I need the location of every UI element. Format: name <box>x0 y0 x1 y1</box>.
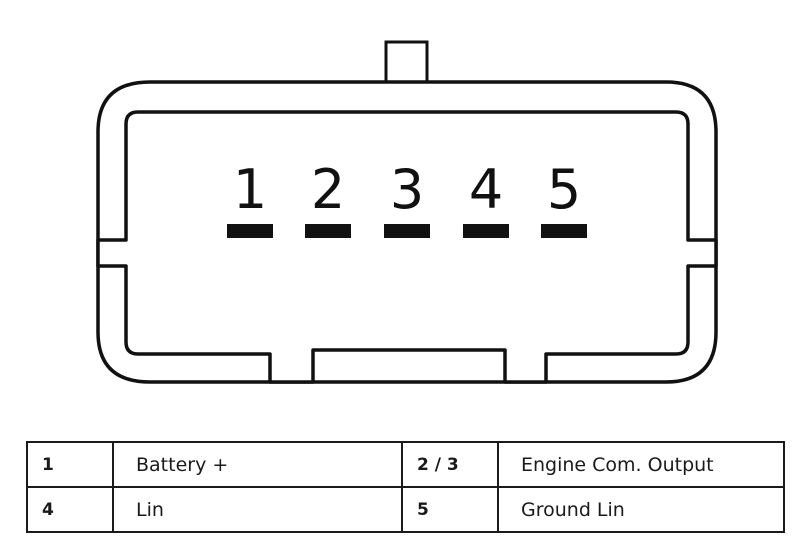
function-cell: Engine Com. Output <box>497 441 785 488</box>
pin-number-5: 5 <box>547 158 581 221</box>
pin-number-4: 4 <box>469 158 503 221</box>
pin-number-1: 1 <box>233 158 267 221</box>
pin-contact-1 <box>227 224 273 238</box>
pin-number-3: 3 <box>390 158 424 221</box>
function-cell: Battery + <box>112 441 403 488</box>
pin-contact-4 <box>463 224 509 238</box>
function-cell: Lin <box>112 486 403 533</box>
pin-contact-3 <box>384 224 430 238</box>
pin-contact-2 <box>305 224 351 238</box>
pin-cell: 4 <box>26 486 114 533</box>
pin-cell: 1 <box>26 441 114 488</box>
connector-latch <box>384 40 429 84</box>
pin-cell: 5 <box>401 486 499 533</box>
pin-number-2: 2 <box>311 158 345 221</box>
function-cell: Ground Lin <box>497 486 785 533</box>
pin-contact-5 <box>541 224 587 238</box>
pin-cell: 2 / 3 <box>401 441 499 488</box>
pinout-table: 1 Battery + 2 / 3 Engine Com. Output 4 L… <box>26 441 785 533</box>
table-row: 4 Lin 5 Ground Lin <box>26 486 785 533</box>
connector-face-diagram: 1 2 3 4 5 <box>96 40 718 384</box>
connector-inner-cavity <box>96 110 718 384</box>
table-row: 1 Battery + 2 / 3 Engine Com. Output <box>26 441 785 488</box>
